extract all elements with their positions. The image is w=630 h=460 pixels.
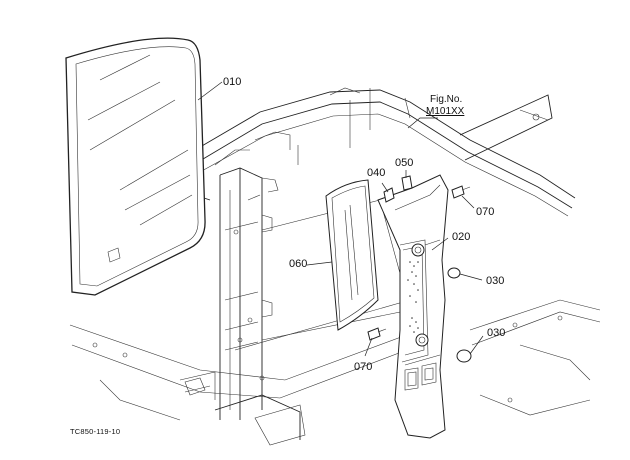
screw-part-070-lower [367, 327, 387, 341]
callout-050[interactable]: 050 [395, 157, 414, 169]
callout-070-upper[interactable]: 070 [476, 206, 495, 218]
callout-010[interactable]: 010 [223, 76, 242, 88]
callout-020[interactable]: 020 [452, 231, 471, 243]
clip-part-040 [383, 187, 395, 203]
callout-070-lower[interactable]: 070 [354, 361, 373, 373]
fig-no-label: Fig.No. [430, 94, 463, 105]
clip-part-050 [401, 175, 413, 191]
side-glass-part-010 [65, 37, 206, 296]
fig-no-link[interactable]: M101XX [426, 106, 465, 117]
drawing-code: TC850-119-10 [70, 427, 121, 436]
speaker-grille [407, 261, 419, 333]
cap-part-030-upper [447, 267, 461, 279]
callout-030-lower[interactable]: 030 [487, 327, 506, 339]
callout-060[interactable]: 060 [289, 258, 308, 270]
pillar-trim-part-020 [377, 174, 449, 439]
callout-030-upper[interactable]: 030 [486, 275, 505, 287]
callout-040[interactable]: 040 [367, 167, 386, 179]
cap-part-030-lower [456, 349, 472, 363]
cab-frame [69, 87, 601, 446]
screw-part-070-upper [451, 185, 471, 199]
leader-lines [197, 81, 484, 357]
pad-part-060 [325, 179, 379, 331]
